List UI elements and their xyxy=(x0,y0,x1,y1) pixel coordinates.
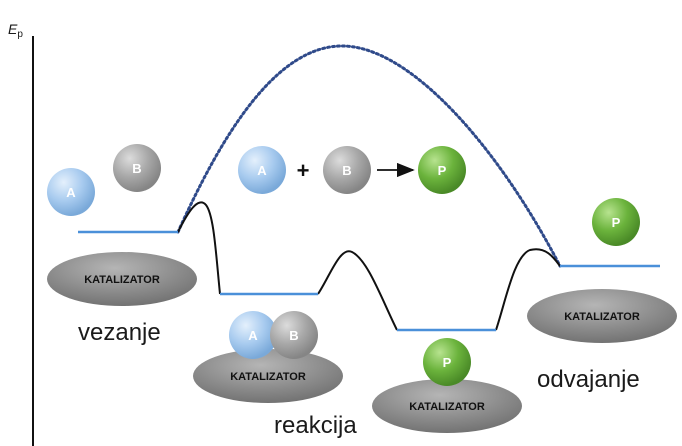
svg-text:B: B xyxy=(289,328,298,343)
svg-text:P: P xyxy=(438,163,447,178)
svg-text:B: B xyxy=(132,161,141,176)
stage-label-binding: vezanje xyxy=(78,319,161,346)
svg-text:A: A xyxy=(66,185,76,200)
equation-molecule-b: B xyxy=(323,146,371,194)
uncatalyzed-path xyxy=(176,44,562,268)
stage-label-reaction: reakcija xyxy=(274,412,357,439)
svg-text:P: P xyxy=(612,215,621,230)
molecule-p-bound: P xyxy=(423,338,471,386)
molecule-b-free: B xyxy=(113,144,161,192)
svg-text:KATALIZATOR: KATALIZATOR xyxy=(409,401,485,413)
svg-text:KATALIZATOR: KATALIZATOR xyxy=(564,311,640,323)
catalyzed-barrier-3 xyxy=(495,248,561,331)
molecule-p-free: P xyxy=(592,198,640,246)
catalyst-product-bound: P KATALIZATOR xyxy=(372,338,522,433)
catalyst-release: KATALIZATOR xyxy=(527,289,677,343)
catalyst-binding: KATALIZATOR xyxy=(47,252,197,306)
equation-molecule-p: P xyxy=(418,146,466,194)
svg-text:A: A xyxy=(257,163,267,178)
molecule-a-bound: A xyxy=(229,311,277,359)
svg-text:A: A xyxy=(248,328,258,343)
catalyzed-barrier-2 xyxy=(317,250,398,331)
catalyzed-barrier-1 xyxy=(177,201,221,295)
svg-text:B: B xyxy=(342,163,351,178)
molecule-b-bound: B xyxy=(270,311,318,359)
equation-molecule-a: A xyxy=(238,146,286,194)
svg-text:KATALIZATOR: KATALIZATOR xyxy=(230,371,306,383)
equation-plus: + xyxy=(297,158,310,183)
stage-label-release: odvajanje xyxy=(537,366,640,393)
catalyst-reaction: A B KATALIZATOR xyxy=(193,311,343,403)
svg-text:P: P xyxy=(443,355,452,370)
svg-text:KATALIZATOR: KATALIZATOR xyxy=(84,274,160,286)
y-axis-label: Ep xyxy=(8,21,23,40)
molecule-a-free: A xyxy=(47,168,95,216)
